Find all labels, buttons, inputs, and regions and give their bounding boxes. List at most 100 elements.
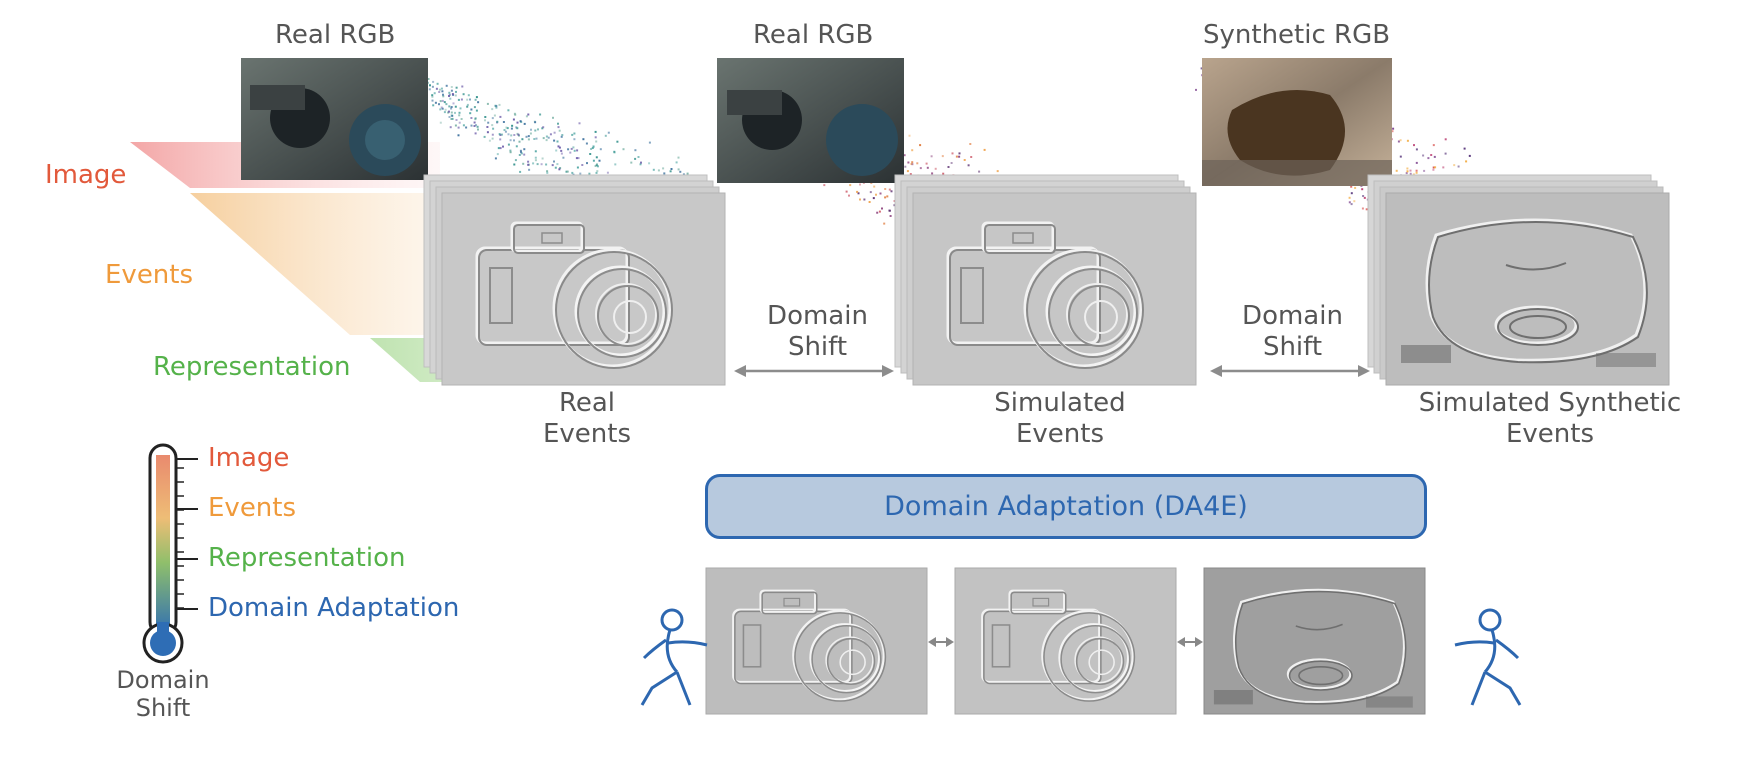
event-particle	[519, 170, 522, 173]
thermometer-caption: Domain Shift	[98, 666, 228, 722]
event-particle	[1200, 67, 1203, 70]
event-particle	[541, 157, 544, 160]
event-particle	[450, 114, 453, 117]
event-particle	[963, 159, 966, 161]
header-real-rgb-1: Real RGB	[275, 20, 396, 50]
event-particle	[1423, 169, 1426, 172]
event-particle	[448, 95, 450, 97]
event-particle	[491, 117, 494, 120]
event-particle	[595, 140, 598, 143]
event-particle	[1427, 157, 1430, 160]
event-particle	[514, 159, 517, 162]
da-frame-real	[705, 567, 928, 715]
domain-shift-arrow-b	[1210, 365, 1370, 377]
event-particle	[588, 172, 591, 175]
event-particle	[1432, 144, 1435, 147]
event-particle	[581, 164, 584, 166]
event-particle	[599, 148, 602, 151]
event-particle	[448, 93, 451, 96]
event-particle	[1405, 172, 1408, 175]
event-particle	[553, 139, 556, 142]
event-particle	[535, 137, 538, 140]
event-particle	[552, 116, 554, 119]
event-particle	[560, 149, 563, 152]
event-particle	[427, 78, 430, 80]
event-particle	[1350, 192, 1353, 195]
event-particle	[505, 126, 508, 129]
event-particle	[1442, 166, 1445, 169]
event-particle	[462, 93, 465, 96]
event-particle	[907, 161, 910, 164]
event-particle	[431, 95, 434, 98]
event-particle	[470, 108, 473, 111]
event-particle	[1430, 154, 1433, 156]
event-particle	[545, 135, 548, 138]
event-particle	[466, 105, 469, 108]
event-particle	[541, 127, 544, 130]
domain-adaptation-box: Domain Adaptation (DA4E)	[705, 474, 1427, 539]
event-particle	[869, 191, 872, 194]
domain-adaptation-label: Domain Adaptation (DA4E)	[884, 491, 1248, 522]
event-particle	[527, 160, 530, 163]
event-particle	[1434, 166, 1437, 169]
event-particle	[507, 133, 510, 136]
event-particle	[553, 160, 555, 163]
event-particle	[889, 215, 892, 217]
event-particle	[495, 106, 498, 109]
event-particle	[911, 163, 914, 166]
event-particle	[873, 185, 876, 188]
event-particle	[525, 115, 528, 118]
event-particle	[1348, 201, 1351, 204]
event-particle	[1415, 148, 1418, 151]
event-particle	[506, 127, 509, 130]
domain-shift-label-b: Domain Shift	[1230, 301, 1355, 363]
event-particle	[1406, 139, 1409, 142]
domain-shift-label-b-line1: Domain	[1242, 301, 1343, 331]
event-particle	[516, 127, 519, 130]
event-particle	[670, 168, 673, 170]
event-particle	[572, 146, 575, 149]
domain-shift-thermometer	[142, 443, 198, 664]
event-particle	[856, 190, 859, 193]
event-particle	[523, 148, 526, 151]
event-particle	[473, 106, 476, 109]
event-particle	[845, 190, 848, 193]
event-particle	[450, 86, 453, 88]
event-particle	[442, 95, 445, 98]
event-particle	[1415, 171, 1418, 174]
event-particle	[616, 140, 619, 143]
event-particle	[432, 80, 435, 83]
event-particle	[511, 124, 514, 127]
event-particle	[950, 162, 953, 164]
event-particle	[432, 104, 435, 107]
event-particle	[454, 105, 457, 108]
event-particle	[450, 111, 453, 114]
event-particle	[439, 121, 442, 124]
event-particle	[451, 114, 454, 117]
event-particle	[1354, 186, 1357, 189]
event-particle	[475, 124, 477, 127]
event-particle	[536, 163, 539, 166]
event-particle	[448, 105, 451, 108]
layer-label-representation: Representation	[153, 352, 351, 382]
event-particle	[1391, 130, 1394, 133]
event-particle	[493, 114, 496, 117]
event-particle	[1412, 173, 1415, 176]
event-particle	[1432, 166, 1435, 169]
event-particle	[443, 111, 446, 114]
event-particle	[622, 148, 625, 151]
event-particle	[477, 128, 479, 131]
event-particle	[579, 172, 582, 175]
event-particle	[560, 135, 563, 138]
layer-label-events: Events	[105, 260, 194, 290]
event-particle	[941, 155, 944, 158]
event-particle	[442, 93, 444, 96]
layer-label-image: Image	[45, 160, 127, 190]
da-frame-simulated	[954, 567, 1177, 715]
event-particle	[872, 197, 875, 200]
event-particle	[513, 134, 516, 136]
event-particle	[888, 209, 891, 212]
event-particle	[875, 193, 877, 196]
event-particle	[1457, 165, 1460, 168]
event-particle	[553, 131, 556, 134]
